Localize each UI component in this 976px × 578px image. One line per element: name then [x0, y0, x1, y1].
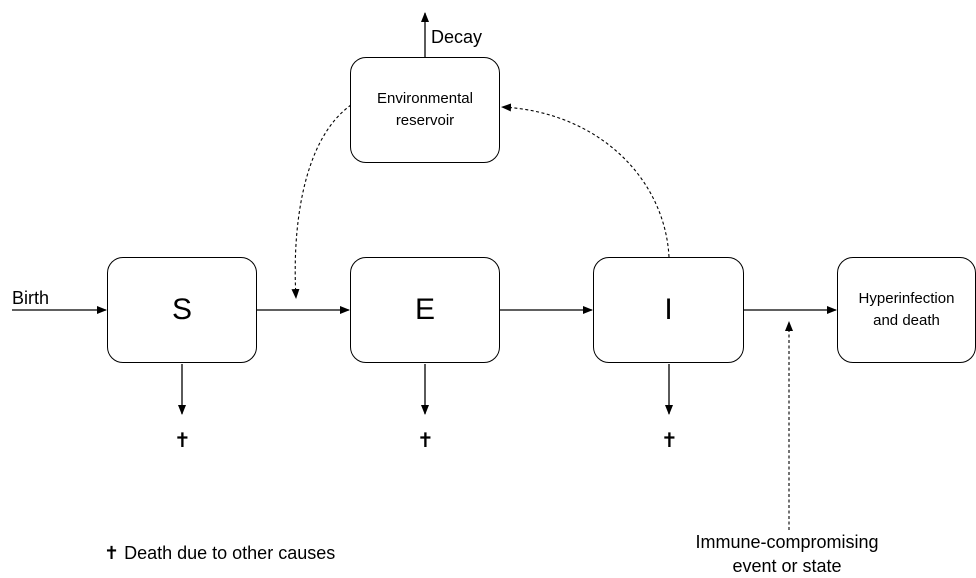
decay-label: Decay	[431, 27, 483, 47]
i-to-reservoir-arrow	[501, 103, 670, 258]
birth-label: Birth	[12, 288, 50, 308]
s-label: S	[171, 293, 192, 326]
e-death-dagger-icon: ✝	[417, 428, 434, 452]
e-box: E	[350, 257, 500, 363]
reservoir-to-transmission-arrow	[291, 104, 352, 299]
reservoir-box: Environmental reservoir	[350, 57, 500, 163]
i-box: I	[593, 257, 744, 363]
legend-death-other-causes: ✝ Death due to other causes	[104, 543, 336, 563]
s-box: S	[107, 257, 257, 363]
hyperinfection-box: Hyperinfection and death	[837, 257, 976, 363]
e-label: E	[414, 293, 435, 326]
i-label: I	[664, 293, 673, 326]
s-death-dagger-icon: ✝	[174, 428, 191, 452]
reservoir-label: Environmental reservoir	[377, 90, 473, 129]
i-death-dagger-icon: ✝	[661, 428, 678, 452]
hyperinfection-label: Hyperinfection and death	[858, 290, 955, 329]
